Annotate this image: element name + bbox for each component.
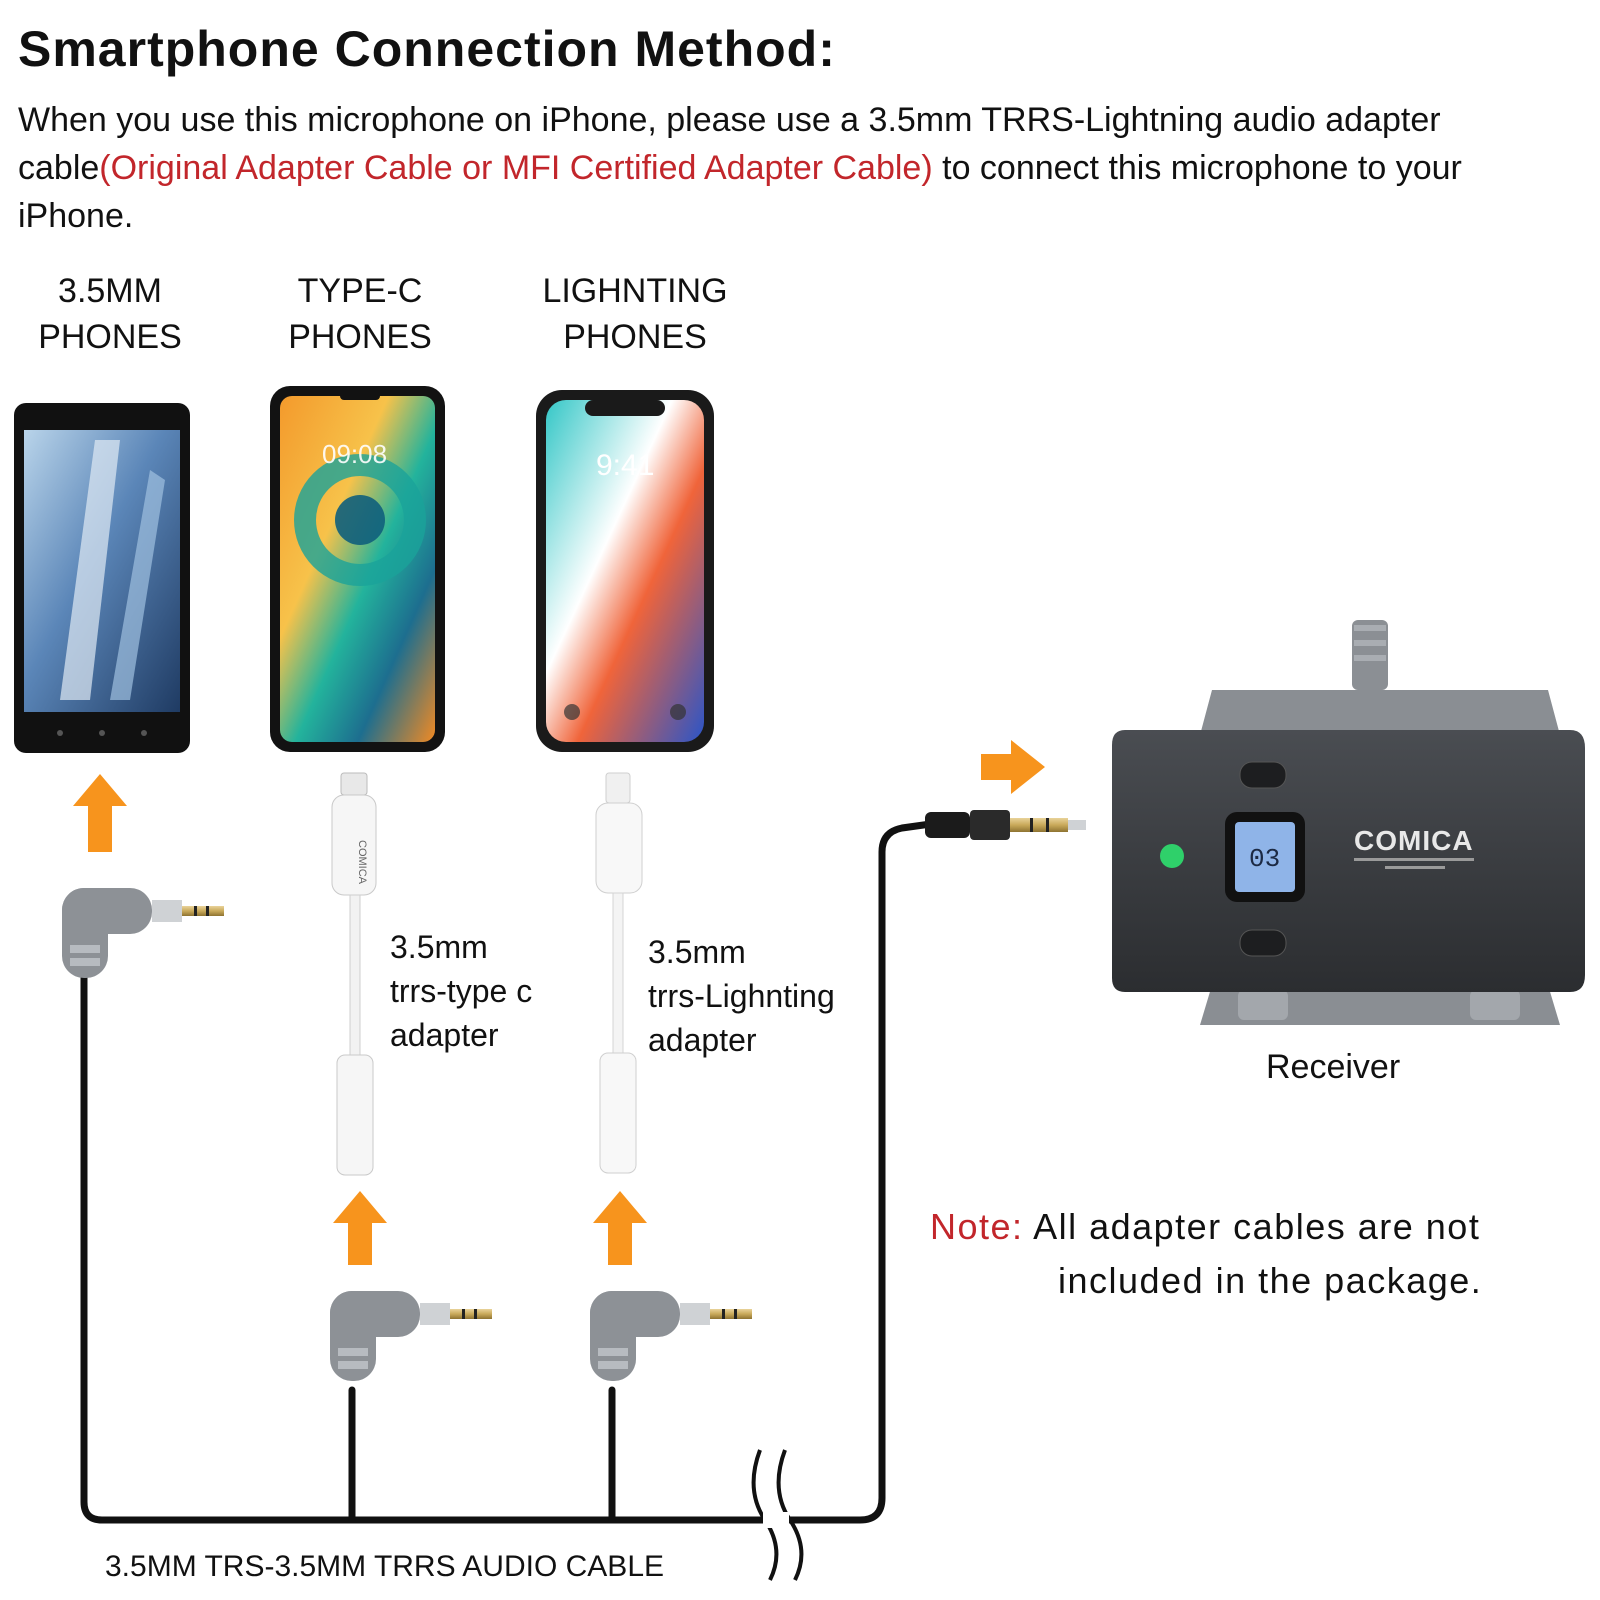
- right-arrow-icon: [981, 740, 1045, 794]
- right-angle-plug-1: [62, 888, 224, 978]
- phone-35mm: [14, 403, 190, 753]
- phone-clock: 9:41: [596, 449, 654, 482]
- receiver-brand: COMICA: [1354, 825, 1474, 856]
- up-arrow-icon: [333, 1191, 387, 1265]
- phone-label-35mm: 3.5MM PHONES: [20, 268, 200, 360]
- intro-text: When you use this microphone on iPhone, …: [18, 101, 1441, 187]
- cable-label: 3.5MM TRS-3.5MM TRRS AUDIO CABLE: [105, 1550, 665, 1583]
- phone-lightning: 9:41: [536, 390, 714, 752]
- svg-text:COMICA: COMICA: [356, 840, 368, 885]
- phone-label-line2: PHONES: [563, 318, 707, 356]
- phone-label-line1: TYPE-C: [297, 272, 423, 310]
- intro-paragraph: When you use this microphone on iPhone, …: [18, 96, 1578, 240]
- phone-label-line2: PHONES: [288, 318, 432, 356]
- adapter-label-line2: trrs-Lighnting: [648, 978, 835, 1014]
- up-arrow-icon: [73, 774, 127, 852]
- intro-highlight: (Original Adapter Cable or MFI Certified…: [99, 149, 933, 187]
- adapter-label-line1: 3.5mm: [648, 934, 746, 970]
- right-angle-plug-3: [590, 1291, 752, 1381]
- adapter-label-line3: adapter: [390, 1017, 499, 1053]
- arrows: [73, 740, 1045, 1265]
- note-line1: All adapter cables are not: [1033, 1206, 1481, 1247]
- receiver-label: Receiver: [1266, 1048, 1401, 1086]
- right-angle-plug-2: [330, 1291, 492, 1381]
- adapter-label-line3: adapter: [648, 1022, 757, 1058]
- page-title: Smartphone Connection Method:: [18, 21, 836, 77]
- phone-label-typec: TYPE-C PHONES: [270, 268, 450, 360]
- phone-typec: 09:08: [270, 386, 445, 752]
- audio-cable: [80, 818, 949, 1524]
- phone-label-line1: 3.5MM: [58, 272, 162, 310]
- phone-label-lightning: LIGHNTING PHONES: [520, 268, 750, 360]
- phone-clock: 09:08: [322, 439, 387, 469]
- adapter-label-lightning: 3.5mm trrs-Lighnting adapter: [648, 930, 835, 1062]
- receiver-display: 03: [1249, 844, 1280, 874]
- up-arrow-icon: [593, 1191, 647, 1265]
- receiver-device: 03 COMICA: [1112, 620, 1585, 1025]
- lightning-adapter: [595, 772, 643, 1174]
- adapter-label-typec: 3.5mm trrs-type c adapter: [390, 925, 532, 1057]
- note-keyword: Note:: [930, 1206, 1024, 1247]
- note: Note: All adapter cables are not included…: [930, 1200, 1482, 1308]
- phone-label-line2: PHONES: [38, 318, 182, 356]
- adapter-label-line1: 3.5mm: [390, 929, 488, 965]
- adapter-label-line2: trrs-type c: [390, 973, 533, 1009]
- typec-adapter: COMICA: [331, 772, 377, 1176]
- intro-text-end: to connect this microphone to your iPhon…: [18, 149, 1462, 235]
- phone-label-line1: LIGHNTING: [542, 272, 728, 310]
- straight-plug: [925, 810, 1086, 840]
- note-line2: included in the package.: [1058, 1260, 1483, 1301]
